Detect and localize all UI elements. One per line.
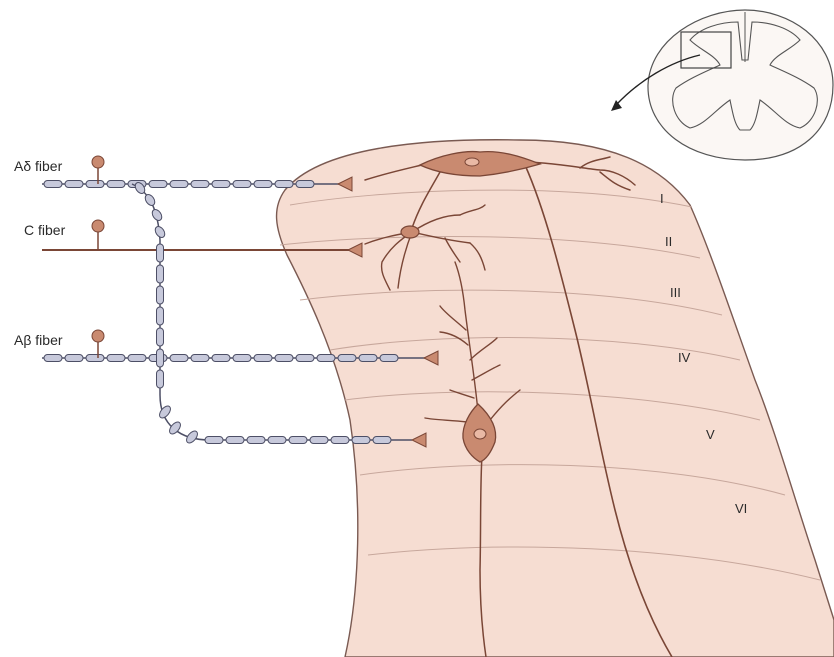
lamina-ii-interneuron-soma — [401, 226, 419, 238]
myelin-segment — [254, 181, 272, 188]
myelin-segment — [296, 181, 314, 188]
myelin-segment — [44, 181, 62, 188]
myelin-segment — [275, 181, 293, 188]
c-fiber-cell-body — [92, 220, 104, 232]
myelin-segment — [233, 355, 251, 362]
myelin-segment — [317, 355, 335, 362]
myelin-segment — [212, 181, 230, 188]
lamina-i-neuron-nucleus — [465, 158, 479, 166]
myelin-segment — [157, 286, 164, 304]
myelin-segment — [226, 437, 244, 444]
myelin-segment — [107, 181, 125, 188]
myelin-segment — [247, 437, 265, 444]
lamina-label-i: I — [660, 191, 664, 206]
a-beta-fiber-label: Aβ fiber — [14, 332, 63, 348]
myelin-segment — [380, 355, 398, 362]
myelin-segment — [233, 181, 251, 188]
myelin-segment — [352, 437, 370, 444]
myelin-segment — [143, 193, 156, 207]
myelin-segment — [149, 181, 167, 188]
a-beta-fiber-cell-body — [92, 330, 104, 342]
myelin-segment — [254, 355, 272, 362]
myelin-segment — [310, 437, 328, 444]
myelin-segment — [338, 355, 356, 362]
spinal-cord-inset — [611, 10, 833, 160]
myelin-segment — [86, 355, 104, 362]
myelin-segment — [157, 244, 164, 262]
myelin-segment — [212, 355, 230, 362]
myelin-segment — [331, 437, 349, 444]
myelin-segment — [170, 355, 188, 362]
c-fiber-label: C fiber — [24, 222, 66, 238]
a-delta-fiber-cell-body — [92, 156, 104, 168]
myelin-segment — [191, 181, 209, 188]
myelin-segment — [44, 355, 62, 362]
myelin-segment — [157, 328, 164, 346]
myelin-segment — [296, 355, 314, 362]
myelin-segment — [191, 355, 209, 362]
myelin-segment — [107, 355, 125, 362]
myelin-segment — [205, 437, 223, 444]
myelin-segment — [359, 355, 377, 362]
myelin-segment — [373, 437, 391, 444]
lamina-label-ii: II — [665, 234, 672, 249]
a-delta-fiber-label: Aδ fiber — [14, 158, 63, 174]
myelin-segment — [157, 404, 172, 420]
zoom-arrow-head-icon — [611, 100, 622, 111]
lamina-label-iii: III — [670, 285, 681, 300]
lamina-label-iv: IV — [678, 350, 691, 365]
myelin-segment — [170, 181, 188, 188]
myelin-segment — [128, 355, 146, 362]
lamina-label-v: V — [706, 427, 715, 442]
myelin-segment — [157, 307, 164, 325]
myelin-segment — [157, 349, 164, 367]
myelin-segment — [275, 355, 293, 362]
myelin-segment — [153, 225, 166, 239]
myelin-segment — [86, 181, 104, 188]
myelin-segment — [289, 437, 307, 444]
lamina-v-neuron-nucleus — [474, 429, 486, 439]
myelin-segment — [65, 355, 83, 362]
myelin-segment — [157, 265, 164, 283]
myelin-segment — [65, 181, 83, 188]
lamina-label-vi: VI — [735, 501, 747, 516]
myelin-segment — [268, 437, 286, 444]
a-beta-myelin-sheath — [44, 355, 398, 362]
myelin-segment — [150, 208, 163, 222]
myelin-segment — [157, 370, 164, 388]
